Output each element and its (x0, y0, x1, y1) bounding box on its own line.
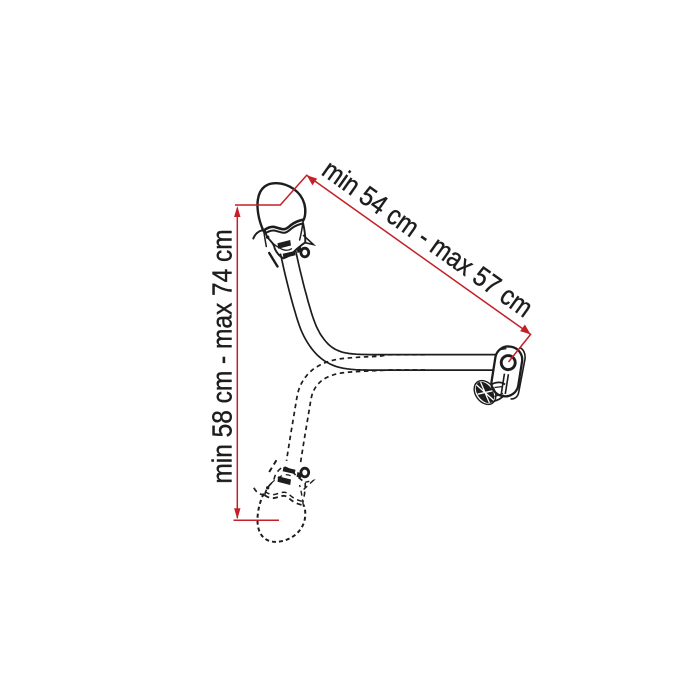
svg-text:min 54 cm - max 57 cm: min 54 cm - max 57 cm (317, 155, 538, 324)
svg-text:min 58 cm - max 74 cm: min 58 cm - max 74 cm (206, 229, 238, 483)
